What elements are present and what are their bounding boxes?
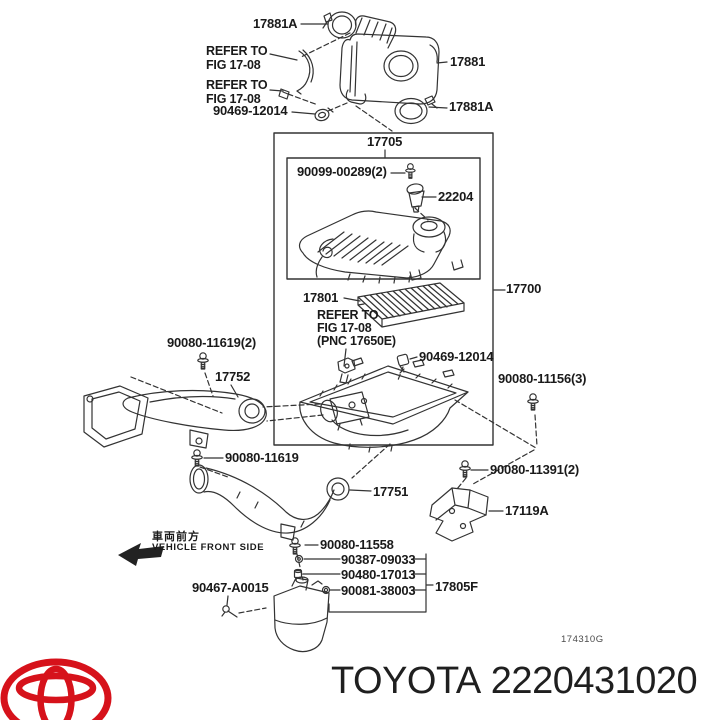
- callout-case-bolt: 90080-11156(3): [498, 371, 587, 386]
- callout-cap-assy: 17705: [367, 134, 403, 149]
- intake-hose-drawing: [339, 15, 440, 105]
- refer-note-line: REFER TO: [206, 44, 268, 58]
- case-bolt-icon: [527, 393, 539, 411]
- callout-intake-hose: 17881: [450, 54, 486, 69]
- refer-note-top-1: REFER TO FIG 17-08: [206, 44, 268, 72]
- resonator-drawing: [273, 576, 330, 653]
- refer-note-line: FIG 17-08: [317, 321, 372, 335]
- refer-note-top-2: REFER TO FIG 17-08: [206, 78, 268, 106]
- cleaner-assy-box: [273, 132, 494, 446]
- callout-resonator-clip: 90467-A0015: [192, 580, 269, 595]
- callout-cleaner-assy: 17700: [506, 281, 542, 296]
- callout-inlet-duct: 17752: [215, 369, 251, 384]
- callout-resonator-group: 17805F: [435, 579, 478, 594]
- pipe-bolt-icon: [289, 537, 301, 555]
- callout-cap-bolt: 90099-00289(2): [297, 164, 387, 179]
- callout-bracket: 17119A: [505, 503, 549, 518]
- bracket-drawing: [429, 487, 489, 542]
- callout-filter-element: 17801: [303, 290, 339, 305]
- refer-note-line: REFER TO: [317, 308, 379, 322]
- callout-grommet: 90081-38003: [341, 583, 416, 598]
- refer-note-line: REFER TO: [206, 78, 268, 92]
- hose-clamp-top-drawing: [322, 11, 357, 39]
- callout-clamp-bottom: 17881A: [449, 99, 494, 114]
- callout-washer: 90387-09033: [341, 552, 416, 567]
- cap-assy-box: [286, 157, 481, 280]
- callout-maf-sensor: 22204: [438, 189, 474, 204]
- vacuum-hose-drawing: [278, 49, 314, 100]
- maf-sensor-drawing: [406, 183, 425, 213]
- diagram-code: 174310G: [561, 634, 604, 645]
- vehicle-front-note-jp: 車両前方: [152, 531, 200, 543]
- bracket-bolt-icon: [459, 460, 471, 478]
- hose-clamp-bottom-drawing: [394, 95, 438, 125]
- refer-note-line: (PNC 17650E): [317, 334, 396, 348]
- callout-duct-bolt: 90080-11619: [225, 450, 299, 465]
- inlet-duct-drawing: [83, 385, 267, 449]
- hose-connector-drawing: [337, 357, 356, 384]
- refer-note-filter: REFER TO FIG 17-08 (PNC 17650E): [317, 309, 396, 348]
- refer-note-line: FIG 17-08: [206, 92, 261, 106]
- footer-part-number: 2220431020: [490, 660, 698, 702]
- toyota-logo: [0, 658, 112, 720]
- duct-bolt-pair-icon: [197, 352, 209, 370]
- cap-bolt-icon: [405, 163, 416, 179]
- dashed-lines: [130, 32, 538, 614]
- callout-collar: 90480-17013: [341, 567, 416, 582]
- leader-lines: [203, 23, 506, 613]
- resonator-clip-icon-drawing: [221, 605, 238, 618]
- callout-clamp-top: 17881A: [253, 16, 298, 31]
- inlet-pipe-drawing: [189, 464, 350, 541]
- duct-bolt-icon: [191, 449, 203, 467]
- footer-caption: TOYOTA 2220431020: [331, 660, 698, 703]
- air-cleaner-case-drawing: [299, 357, 469, 453]
- callout-inlet-pipe: 17751: [373, 484, 409, 499]
- air-cleaner-cap-drawing: [298, 210, 464, 284]
- front-direction-arrow: [118, 543, 164, 566]
- callout-duct-bolt-pair: 90080-11619(2): [167, 335, 256, 350]
- callout-case-clip: 90469-12014: [419, 349, 494, 364]
- callout-bracket-bolt: 90080-11391(2): [490, 462, 579, 477]
- callout-pipe-bolt: 90080-11558: [320, 537, 394, 552]
- refer-note-line: FIG 17-08: [206, 58, 261, 72]
- callout-hose-clamp: 90469-12014: [213, 103, 288, 118]
- vehicle-front-note-en: VEHICLE FRONT SIDE: [152, 542, 265, 553]
- vsv-valve-drawing: [320, 391, 370, 431]
- brand-name: TOYOTA: [331, 660, 481, 702]
